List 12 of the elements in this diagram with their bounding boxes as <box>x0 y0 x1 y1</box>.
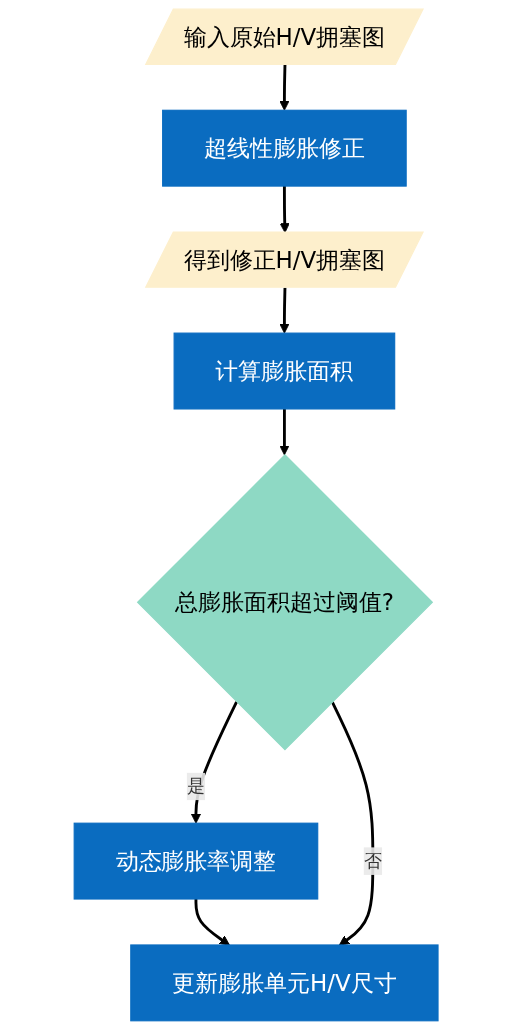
node-box: 超线性膨胀修正 <box>162 109 408 187</box>
edge-label: 否 <box>364 849 383 872</box>
node-box: 动态膨胀率调整 <box>74 822 319 900</box>
node-box: 更新膨胀单元H/V尺寸 <box>130 944 439 1022</box>
node-box: 计算膨胀面积 <box>173 332 396 410</box>
arrow <box>331 701 375 946</box>
edge-label: 是 <box>187 774 206 797</box>
arrow <box>279 287 290 334</box>
arrow <box>194 899 231 946</box>
arrow <box>279 408 290 456</box>
arrow <box>279 64 290 111</box>
node-diamond: 总膨胀面积超过阈值? <box>137 454 434 751</box>
